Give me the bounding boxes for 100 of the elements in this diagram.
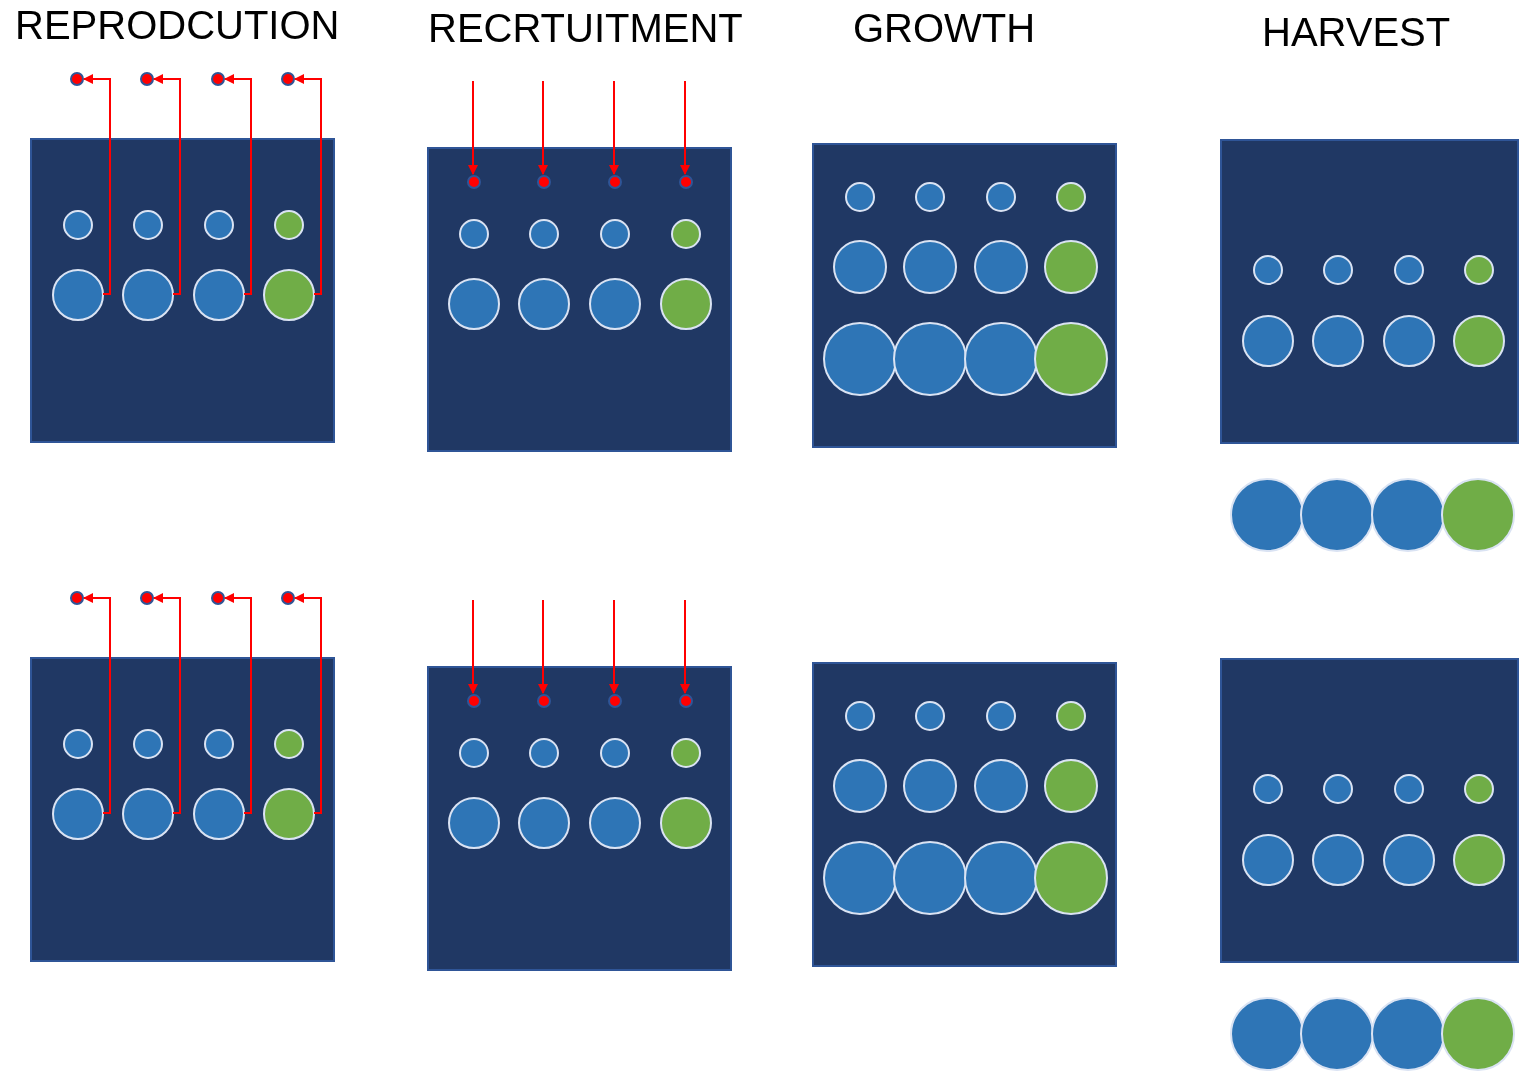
medium-circle <box>903 759 957 813</box>
arrow <box>538 80 548 175</box>
small-circle <box>1323 255 1353 285</box>
dot-marker <box>70 591 84 605</box>
arrow <box>83 593 111 814</box>
panel-box <box>1220 139 1519 444</box>
small-circle <box>529 738 559 768</box>
dot-marker <box>281 591 295 605</box>
dot-marker <box>140 591 154 605</box>
dot-marker <box>211 591 225 605</box>
dot-marker <box>140 72 154 86</box>
small-circle <box>459 738 489 768</box>
arrow <box>538 599 548 694</box>
medium-circle <box>1453 834 1505 886</box>
medium-circle <box>1383 834 1435 886</box>
large-circle <box>193 269 245 321</box>
medium-circle <box>1044 759 1098 813</box>
small-circle <box>845 182 875 212</box>
large-circle <box>448 278 500 330</box>
small-circle <box>1464 774 1494 804</box>
panel-box <box>30 657 335 962</box>
arrow <box>468 599 478 694</box>
arrow <box>153 74 181 295</box>
medium-circle <box>1383 315 1435 367</box>
medium-circle <box>1242 315 1294 367</box>
small-circle <box>1394 255 1424 285</box>
dot-marker <box>608 175 622 189</box>
dot-marker <box>281 72 295 86</box>
medium-circle <box>833 759 887 813</box>
small-circle <box>1323 774 1353 804</box>
dot-marker <box>679 175 693 189</box>
small-circle <box>1056 182 1086 212</box>
arrow <box>224 74 252 295</box>
panel-box <box>30 138 335 443</box>
large-circle <box>518 797 570 849</box>
arrow <box>468 80 478 175</box>
dot-marker <box>537 694 551 708</box>
arrow <box>153 593 181 814</box>
dot-marker <box>467 694 481 708</box>
small-circle <box>986 182 1016 212</box>
large-circle <box>1300 997 1374 1071</box>
arrow <box>609 599 619 694</box>
medium-circle <box>1242 834 1294 886</box>
large-circle <box>193 788 245 840</box>
column-title: RECRTUITMENT <box>428 8 743 48</box>
large-circle <box>660 278 712 330</box>
medium-circle <box>1312 834 1364 886</box>
medium-circle <box>1453 315 1505 367</box>
medium-circle <box>974 759 1028 813</box>
large-circle <box>589 797 641 849</box>
large-circle <box>263 269 315 321</box>
column-title: GROWTH <box>853 8 1036 48</box>
large-circle <box>52 269 104 321</box>
arrow <box>609 80 619 175</box>
small-circle <box>274 210 304 240</box>
large-circle <box>589 278 641 330</box>
large-circle <box>1371 997 1445 1071</box>
panel-box <box>427 147 732 452</box>
arrow <box>294 74 322 295</box>
small-circle <box>529 219 559 249</box>
medium-circle <box>974 240 1028 294</box>
small-circle <box>1253 774 1283 804</box>
small-circle <box>671 219 701 249</box>
column-title: HARVEST <box>1262 12 1451 52</box>
panel-box <box>812 143 1117 448</box>
dot-marker <box>537 175 551 189</box>
arrow <box>294 593 322 814</box>
small-circle <box>1394 774 1424 804</box>
small-circle <box>133 210 163 240</box>
small-circle <box>986 701 1016 731</box>
small-circle <box>204 210 234 240</box>
small-circle <box>63 210 93 240</box>
small-circle <box>63 729 93 759</box>
large-circle <box>52 788 104 840</box>
panel-box <box>1220 658 1519 963</box>
arrow <box>680 599 690 694</box>
column-title: REPRODCUTION <box>15 5 340 45</box>
large-circle <box>263 788 315 840</box>
arrow <box>83 74 111 295</box>
small-circle <box>133 729 163 759</box>
small-circle <box>1253 255 1283 285</box>
dot-marker <box>70 72 84 86</box>
large-circle <box>122 788 174 840</box>
small-circle <box>204 729 234 759</box>
arrow <box>680 80 690 175</box>
small-circle <box>600 738 630 768</box>
small-circle <box>915 701 945 731</box>
arrow <box>224 593 252 814</box>
large-circle <box>660 797 712 849</box>
large-circle <box>518 278 570 330</box>
small-circle <box>600 219 630 249</box>
small-circle <box>274 729 304 759</box>
medium-circle <box>1044 240 1098 294</box>
panel-box <box>812 662 1117 967</box>
dot-marker <box>679 694 693 708</box>
panel-box <box>427 666 732 971</box>
small-circle <box>845 701 875 731</box>
dot-marker <box>608 694 622 708</box>
large-circle <box>122 269 174 321</box>
small-circle <box>915 182 945 212</box>
